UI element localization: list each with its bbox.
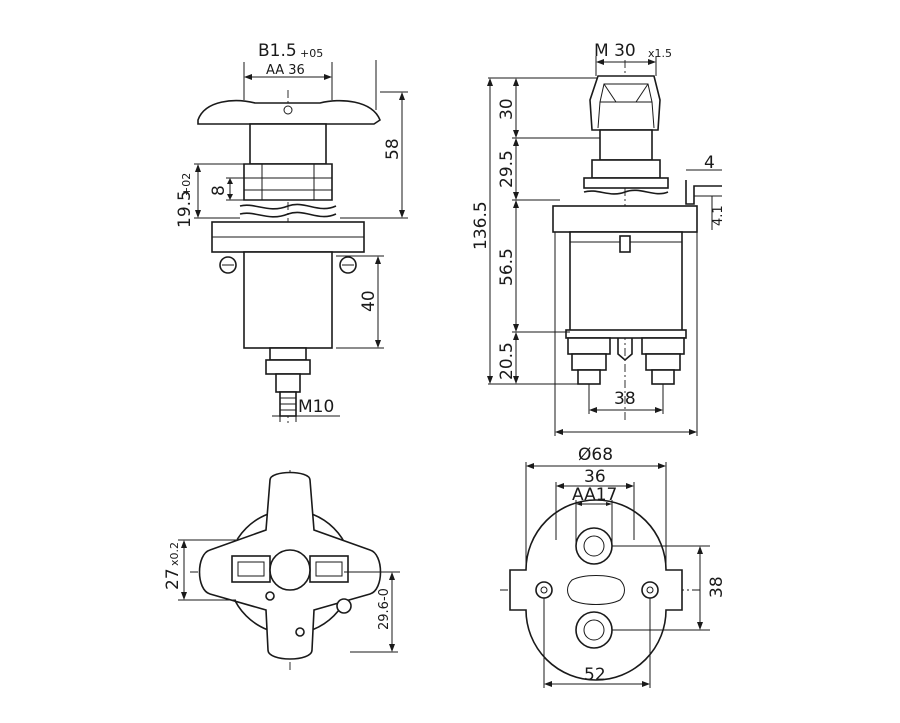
dim-b-tol: +05: [300, 47, 323, 60]
dim-38-bottom: 38: [707, 576, 727, 598]
dim-29-5: 29.5: [497, 150, 517, 188]
dim-27: 27: [163, 568, 183, 590]
dim-38: 38: [614, 389, 636, 409]
dim-29-6: 29.6-0: [377, 588, 392, 630]
dim-58: 58: [383, 138, 403, 160]
dim-36: 36: [584, 467, 606, 487]
side-view: B1.5 +05 AA 36 58 19.5 +02 8 40: [175, 41, 408, 425]
dim-8: 8: [209, 185, 229, 196]
dim-aa36: AA 36: [266, 63, 305, 78]
dim-aa17: AA17: [572, 485, 617, 505]
dim-56-5: 56.5: [497, 248, 517, 286]
dim-52: 52: [584, 665, 606, 685]
front-view: M 30 x1.5 30 29.5 136.5 56.5 20.5: [471, 41, 726, 436]
dim-19-5: 19.5: [175, 190, 195, 228]
top-view: 27 x0.2 29.6-0: [163, 470, 400, 670]
dim-27-tol: x0.2: [168, 542, 181, 566]
dim-m10: M10: [298, 397, 334, 417]
dim-m30: M 30: [594, 41, 636, 61]
dim-19-5-tol: +02: [180, 173, 193, 196]
dim-20-5: 20.5: [497, 342, 517, 380]
bottom-view: Ø68 36 AA17 38 52: [500, 445, 727, 688]
dim-40: 40: [359, 290, 379, 312]
dim-30: 30: [497, 98, 517, 120]
dim-dia68: Ø68: [578, 445, 613, 465]
dim-m30-pitch: x1.5: [648, 47, 672, 60]
dim-4-1: 4.1: [711, 205, 726, 226]
dim-b-label: B1.5: [258, 41, 297, 61]
dim-136-5: 136.5: [471, 201, 491, 250]
dim-4: 4: [704, 153, 715, 173]
